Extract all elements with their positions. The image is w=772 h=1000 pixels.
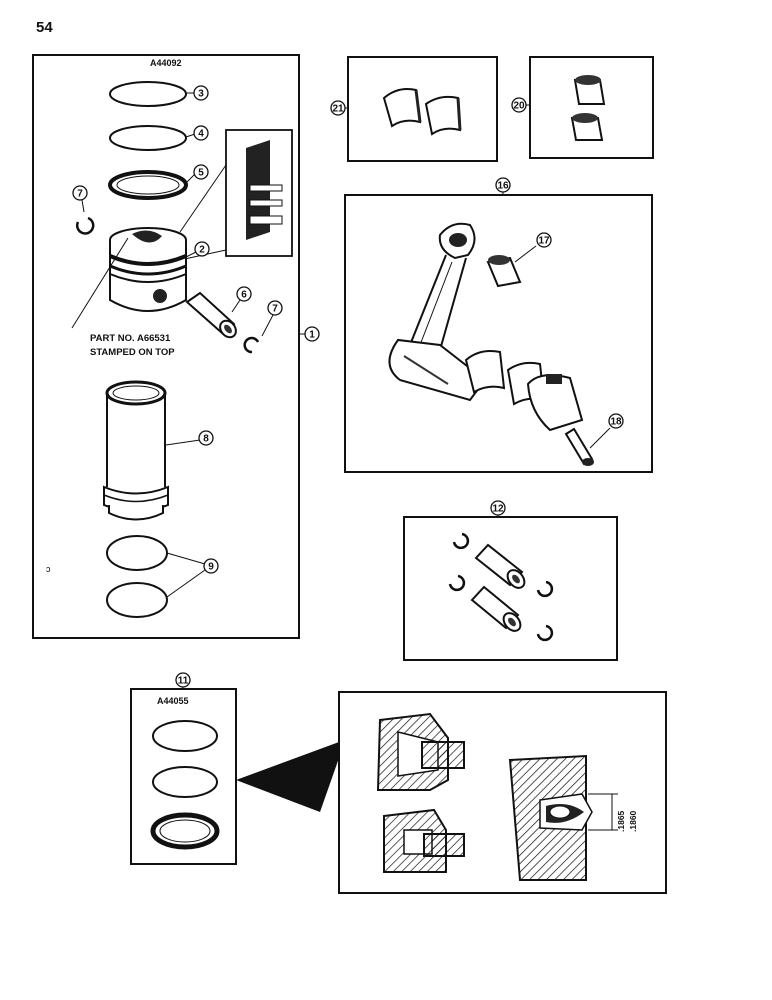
callout-8: 8 — [203, 434, 209, 445]
cylinder-sleeve-8 — [103, 380, 169, 521]
compression-ring-3 — [109, 81, 187, 107]
piston-pin-b — [470, 585, 522, 632]
ring-section-detail-panel: .1865 .1860 — [338, 691, 667, 894]
connecting-rod-panel: 16 17 — [344, 177, 653, 473]
callout-6: 6 — [241, 290, 247, 301]
ring-set-part-no: A44055 — [157, 696, 189, 706]
piston-kit-panel: A44092 3 4 5 7 — [32, 54, 320, 639]
piston-2 — [109, 227, 187, 312]
piston-kit-part-no: A44092 — [150, 58, 182, 68]
callout-12: 12 — [492, 504, 504, 515]
callout-18: 18 — [610, 417, 622, 428]
rod-cap — [526, 374, 584, 432]
piston-pin-6 — [185, 291, 237, 339]
pin-snap-ring-4 — [536, 624, 554, 642]
ring-set-ring-3 — [150, 812, 220, 850]
callout-2: 2 — [199, 245, 205, 256]
ring-section-a — [376, 712, 465, 791]
o-ring-9-lower — [106, 582, 168, 618]
bearing-half-upper — [382, 88, 422, 128]
rod-bushing-17 — [486, 255, 522, 288]
callout-20: 20 — [513, 101, 525, 112]
oil-ring-5 — [108, 170, 188, 200]
detail-leader-wedge — [236, 742, 339, 812]
callout-7-left: 7 — [77, 189, 83, 200]
callout-7-right: 7 — [272, 304, 278, 315]
compression-ring-4 — [109, 125, 187, 151]
callout-5: 5 — [198, 168, 204, 179]
callout-9: 9 — [208, 562, 214, 573]
ring-section-c — [508, 754, 618, 881]
pin-snap-ring-2 — [448, 574, 466, 592]
callout-17: 17 — [538, 236, 550, 247]
callout-1: 1 — [309, 330, 315, 341]
snap-ring-7-right — [243, 336, 260, 354]
bushings-panel: 20 — [511, 56, 654, 159]
pin-kit-panel: 12 — [403, 500, 618, 661]
callout-16: 16 — [497, 181, 509, 192]
callout-21: 21 — [332, 104, 344, 115]
callout-11: 11 — [178, 676, 189, 687]
pin-snap-ring-3 — [536, 580, 554, 598]
ring-set-ring-2 — [152, 766, 218, 798]
piston-pin-a — [474, 543, 526, 589]
o-ring-9-upper — [106, 535, 168, 571]
dimension-1860: .1860 — [628, 810, 638, 832]
stray-mark: ͻ — [46, 564, 51, 574]
bearing-half-lower — [424, 95, 462, 136]
callout-4: 4 — [198, 129, 204, 140]
dimension-1865: .1865 — [616, 810, 626, 832]
page-number: 54 — [36, 19, 53, 36]
stamp-note-line2: STAMPED ON TOP — [90, 347, 175, 358]
ring-set-ring-1 — [152, 720, 218, 752]
rod-bearings-panel: 21 — [330, 56, 498, 162]
callout-3: 3 — [198, 89, 204, 100]
ring-section-b — [383, 808, 465, 873]
bushing-upper — [573, 75, 606, 105]
connecting-rod — [388, 222, 487, 402]
bushing-lower — [570, 113, 604, 141]
pin-snap-ring-1 — [452, 532, 470, 550]
rod-bolt-18 — [564, 427, 594, 466]
ring-set-panel: 11 A44055 — [130, 672, 339, 865]
stamp-note-line1: PART NO. A66531 — [90, 333, 171, 344]
snap-ring-7-left — [75, 216, 95, 235]
